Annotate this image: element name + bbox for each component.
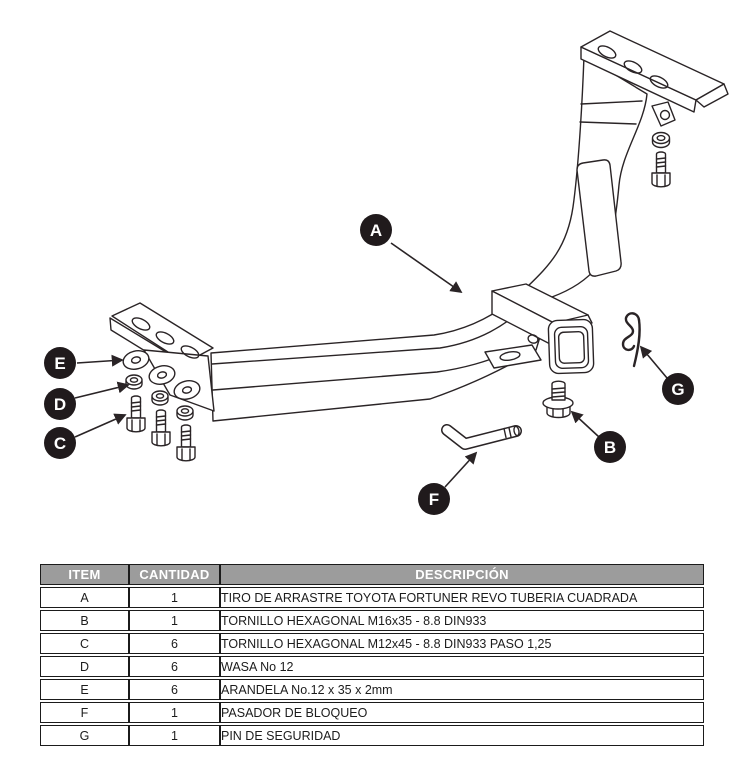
callout-e: E (44, 347, 76, 379)
arrow-e (76, 354, 124, 367)
item-cell: A (40, 587, 129, 608)
arrow-b (570, 410, 600, 438)
callout-d: D (44, 388, 76, 420)
hitch-drawing (74, 30, 729, 488)
header-descripcion: DESCRIPCIÓN (220, 564, 704, 585)
item-cell: D (40, 656, 129, 677)
desc-cell: ARANDELA No.12 x 35 x 2mm (220, 679, 704, 700)
desc-cell: PIN DE SEGURIDAD (220, 725, 704, 746)
exploded-diagram: A B C D E F G (44, 30, 729, 515)
parts-table-container: ITEM CANTIDAD DESCRIPCIÓN A 1 TIRO DE AR… (40, 562, 704, 748)
table-row: D 6 WASA No 12 (40, 656, 704, 677)
chain-tab (484, 344, 542, 369)
arrow-a (390, 242, 463, 294)
hex-bolt-m16 (542, 380, 574, 419)
item-cell: C (40, 633, 129, 654)
table-row: A 1 TIRO DE ARRASTRE TOYOTA FORTUNER REV… (40, 587, 704, 608)
upper-nut (651, 131, 671, 149)
desc-cell: TORNILLO HEXAGONAL M12x45 - 8.8 DIN933 P… (220, 633, 704, 654)
qty-cell: 6 (129, 633, 220, 654)
header-cantidad: CANTIDAD (129, 564, 220, 585)
qty-cell: 1 (129, 702, 220, 723)
callout-arrows (74, 242, 668, 488)
arrow-c (74, 413, 127, 438)
desc-cell: WASA No 12 (220, 656, 704, 677)
ear-tab (651, 101, 676, 127)
safety-clip (621, 312, 641, 368)
item-cell: B (40, 610, 129, 631)
desc-cell: TORNILLO HEXAGONAL M16x35 - 8.8 DIN933 (220, 610, 704, 631)
table-row: F 1 PASADOR DE BLOQUEO (40, 702, 704, 723)
table-row: C 6 TORNILLO HEXAGONAL M12x45 - 8.8 DIN9… (40, 633, 704, 654)
callout-f: F (418, 483, 450, 515)
callout-b: B (594, 431, 626, 463)
arrow-f (444, 451, 478, 488)
qty-cell: 6 (129, 679, 220, 700)
table-row: B 1 TORNILLO HEXAGONAL M16x35 - 8.8 DIN9… (40, 610, 704, 631)
parts-table: ITEM CANTIDAD DESCRIPCIÓN A 1 TIRO DE AR… (40, 562, 704, 748)
desc-cell: PASADOR DE BLOQUEO (220, 702, 704, 723)
arrow-d (74, 381, 130, 399)
callout-g: G (662, 373, 694, 405)
table-row: G 1 PIN DE SEGURIDAD (40, 725, 704, 746)
qty-cell: 6 (129, 656, 220, 677)
locking-pin (441, 424, 522, 450)
arrow-g (639, 345, 668, 379)
table-row: E 6 ARANDELA No.12 x 35 x 2mm (40, 679, 704, 700)
item-cell: E (40, 679, 129, 700)
desc-cell: TIRO DE ARRASTRE TOYOTA FORTUNER REVO TU… (220, 587, 704, 608)
upper-mount-bracket (580, 30, 729, 127)
item-cell: G (40, 725, 129, 746)
table-header-row: ITEM CANTIDAD DESCRIPCIÓN (40, 564, 704, 585)
qty-cell: 1 (129, 725, 220, 746)
callout-a: A (360, 214, 392, 246)
callout-c: C (44, 427, 76, 459)
qty-cell: 1 (129, 587, 220, 608)
header-item: ITEM (40, 564, 129, 585)
item-cell: F (40, 702, 129, 723)
lock-washers (125, 374, 194, 421)
qty-cell: 1 (129, 610, 220, 631)
flat-washers (122, 350, 201, 400)
upper-bolt (651, 151, 671, 188)
receiver-collar (491, 283, 595, 375)
hex-bolts-m12 (126, 395, 196, 462)
